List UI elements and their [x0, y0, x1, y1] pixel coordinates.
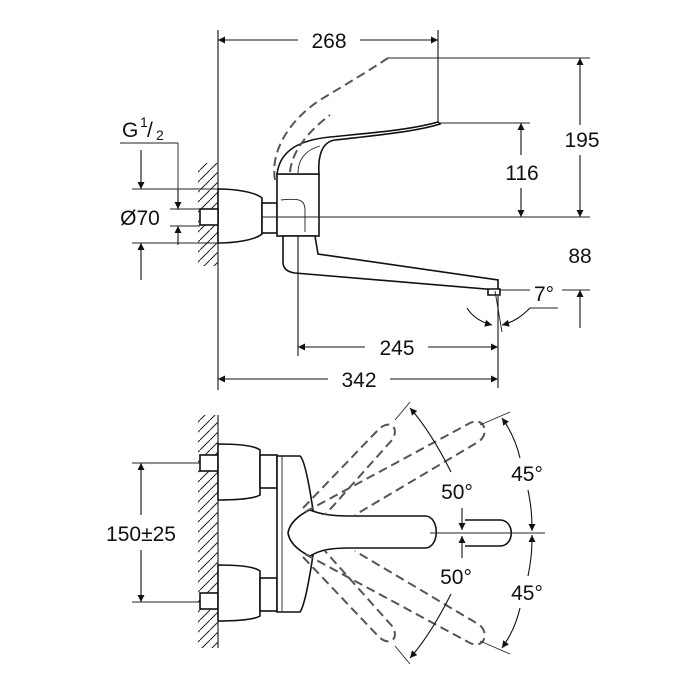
spout-dashed-up	[304, 420, 486, 516]
ext-50-down	[394, 645, 411, 665]
body-detail	[280, 198, 306, 232]
thread-slash: /	[147, 119, 153, 142]
thread-leader	[120, 142, 179, 210]
angle-7-arc-right	[501, 307, 531, 327]
connector-bottom	[259, 577, 278, 612]
inlet-top	[199, 454, 219, 472]
lever-detail	[297, 145, 321, 174]
arc-45-up-lower	[527, 489, 536, 532]
dim-342-label: 342	[341, 369, 376, 392]
angle-45-down-label: 45°	[511, 582, 543, 605]
spout-dashed-down	[304, 550, 486, 646]
dim-195-label: 195	[564, 129, 599, 152]
inlet-spacing-label: 150±25	[106, 523, 176, 546]
spout	[282, 235, 499, 291]
thread-numerator: 1	[140, 114, 148, 130]
aerator	[487, 288, 501, 296]
top-view: 50° 50° 45° 45° 150±25	[106, 401, 545, 665]
arc-45-down-upper	[527, 534, 536, 577]
angle-45-up-label: 45°	[511, 463, 543, 486]
inlet-stub	[199, 208, 219, 226]
connector-top	[259, 454, 278, 489]
wall-hatch-top-view	[198, 415, 218, 648]
connector	[261, 202, 278, 234]
lever-top-view	[287, 509, 438, 557]
ext-45-up	[479, 411, 511, 426]
angle-50-down-label: 50°	[440, 566, 472, 589]
ext-45-down	[479, 640, 511, 655]
thread-denominator: 2	[156, 127, 164, 143]
side-view: 268 195 116 88 7° 245 342 G 1	[120, 30, 600, 392]
dim-268-label: 268	[311, 30, 346, 53]
dim-88-label: 88	[568, 245, 591, 268]
escutcheon-top	[217, 443, 261, 501]
ext-50-up	[394, 401, 411, 421]
inlet-bottom	[199, 592, 219, 610]
lever	[276, 121, 442, 175]
escutcheon	[217, 188, 263, 244]
angle-7-arc-left	[466, 307, 493, 327]
lever-dashed-down	[302, 550, 396, 643]
angle-7-label: 7°	[534, 283, 554, 306]
dim-116-label: 116	[505, 162, 538, 185]
dim-245-label: 245	[379, 337, 414, 360]
escutcheon-bottom	[217, 564, 261, 622]
arc-45-up	[501, 417, 521, 459]
lever-dashed-up	[302, 423, 396, 516]
mixer-body	[276, 173, 320, 237]
arc-45-down	[501, 607, 521, 649]
diameter-label: Ø70	[120, 207, 160, 230]
arc-50-up	[409, 407, 452, 473]
angle-50-up-label: 50°	[441, 481, 473, 504]
lever-raised-outline-inner	[289, 114, 331, 173]
arc-50-down	[409, 593, 452, 659]
thread-g-label: G	[122, 119, 138, 142]
